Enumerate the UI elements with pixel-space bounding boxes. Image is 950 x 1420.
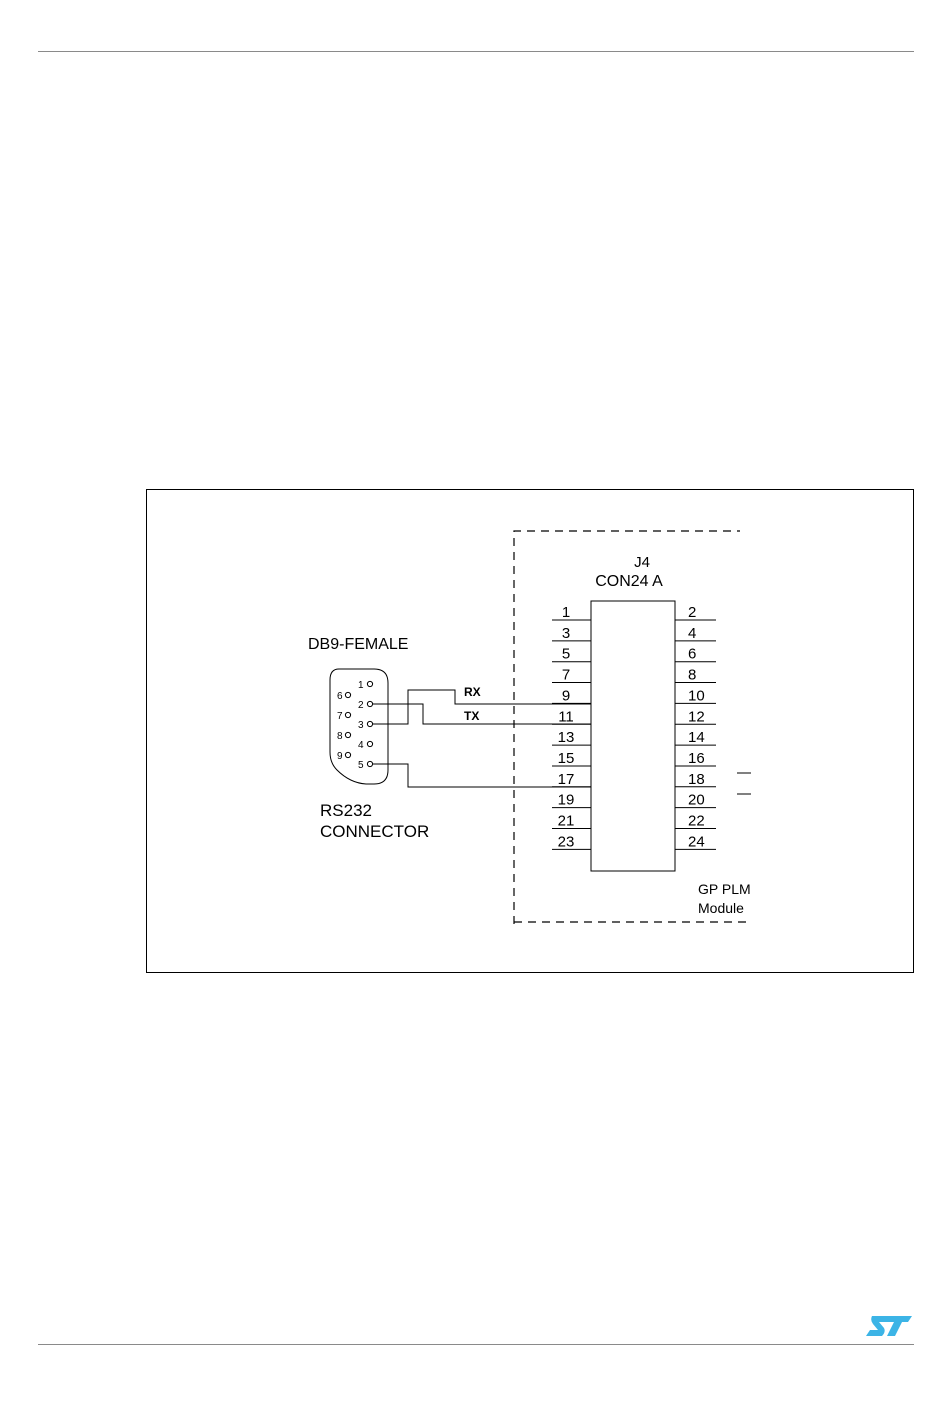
module-label-line1: GP PLM xyxy=(698,881,751,897)
j4-pin-11: 11 xyxy=(552,708,591,725)
j4-pin-15-label: 15 xyxy=(558,750,575,767)
rs232-label-line1: RS232 xyxy=(320,801,372,820)
j4-pin-15: 15 xyxy=(552,750,591,767)
j4-pin-2-label: 2 xyxy=(688,604,696,621)
footer-rule xyxy=(38,1344,914,1345)
j4-part-label: CON24 A xyxy=(595,573,663,590)
j4-pin-9: 9 xyxy=(552,687,591,704)
j4-pin-1-label: 1 xyxy=(562,604,570,621)
st-logo-icon xyxy=(864,1312,914,1340)
svg-text:3: 3 xyxy=(358,720,364,731)
db9-pin-9: 9 xyxy=(337,751,351,762)
j4-pin-12: 12 xyxy=(675,708,716,725)
j4-ref-label: J4 xyxy=(634,554,650,571)
j4-pin-1: 1 xyxy=(552,604,591,621)
j4-pin-4: 4 xyxy=(675,625,716,642)
j4-pin-10: 10 xyxy=(675,687,716,704)
svg-text:9: 9 xyxy=(337,751,343,762)
j4-pin-6: 6 xyxy=(675,646,716,663)
db9-pin-1: 1 xyxy=(358,680,373,691)
db9-pin-7: 7 xyxy=(337,711,351,722)
j4-pin-8-label: 8 xyxy=(688,667,696,684)
j4-pin-12-label: 12 xyxy=(688,708,705,725)
j4-pin-14-label: 14 xyxy=(688,729,705,746)
j4-pin-16: 16 xyxy=(675,750,716,767)
j4-pin-18-label: 18 xyxy=(688,771,705,788)
signal-tx-label: TX xyxy=(464,709,479,723)
j4-pin-23: 23 xyxy=(552,833,591,850)
module-label-line2: Module xyxy=(698,900,744,916)
j4-pin-24: 24 xyxy=(675,833,716,850)
j4-pin-19-label: 19 xyxy=(558,792,575,809)
figure-border xyxy=(147,490,914,973)
rs232-label-line2: CONNECTOR xyxy=(320,822,429,841)
j4-pin-10-label: 10 xyxy=(688,687,705,704)
svg-text:7: 7 xyxy=(337,711,343,722)
j4-pin-22-label: 22 xyxy=(688,813,705,830)
j4-pin-19: 19 xyxy=(552,792,591,809)
j4-pin-5-label: 5 xyxy=(562,646,570,663)
svg-text:1: 1 xyxy=(358,680,364,691)
j4-pin-20: 20 xyxy=(675,792,716,809)
db9-pin-8: 8 xyxy=(337,731,351,742)
svg-text:8: 8 xyxy=(337,731,343,742)
j4-pin-18: 18 xyxy=(675,771,716,788)
j4-pin-23-label: 23 xyxy=(558,833,575,850)
j4-pin-20-label: 20 xyxy=(688,792,705,809)
svg-text:5: 5 xyxy=(358,760,364,771)
j4-pin-13: 13 xyxy=(552,729,591,746)
db9-pin-4: 4 xyxy=(358,740,373,751)
j4-pin-9-label: 9 xyxy=(562,687,570,704)
signal-rx-label: RX xyxy=(464,685,481,699)
j4-pin-14: 14 xyxy=(675,729,716,746)
j4-pin-24-label: 24 xyxy=(688,833,705,850)
j4-pin-3-label: 3 xyxy=(562,625,570,642)
j4-pin-17-label: 17 xyxy=(558,771,575,788)
j4-pin-7: 7 xyxy=(552,667,591,684)
j4-pin-11-label: 11 xyxy=(558,708,574,725)
db9-title: DB9-FEMALE xyxy=(308,636,408,653)
j4-pin-7-label: 7 xyxy=(562,667,570,684)
j4-pin-5: 5 xyxy=(552,646,591,663)
j4-pin-16-label: 16 xyxy=(688,750,705,767)
j4-pin-3: 3 xyxy=(552,625,591,642)
j4-pin-17: 17 xyxy=(552,771,591,788)
j4-pin-4-label: 4 xyxy=(688,625,696,642)
svg-text:4: 4 xyxy=(358,740,364,751)
j4-pin-8: 8 xyxy=(675,667,716,684)
db9-pin-5: 5 xyxy=(358,760,373,771)
j4-pin-21-label: 21 xyxy=(558,813,575,830)
j4-pin-6-label: 6 xyxy=(688,646,696,663)
svg-text:6: 6 xyxy=(337,691,343,702)
j4-pin-22: 22 xyxy=(675,813,716,830)
j4-pin-2: 2 xyxy=(675,604,716,621)
db9-pin-2: 2 xyxy=(358,700,373,711)
db9-pin-3: 3 xyxy=(358,720,373,731)
j4-connector-body xyxy=(591,601,675,871)
j4-pin-21: 21 xyxy=(552,813,591,830)
j4-pin-13-label: 13 xyxy=(558,729,575,746)
svg-text:2: 2 xyxy=(358,700,364,711)
db9-pin-6: 6 xyxy=(337,691,351,702)
